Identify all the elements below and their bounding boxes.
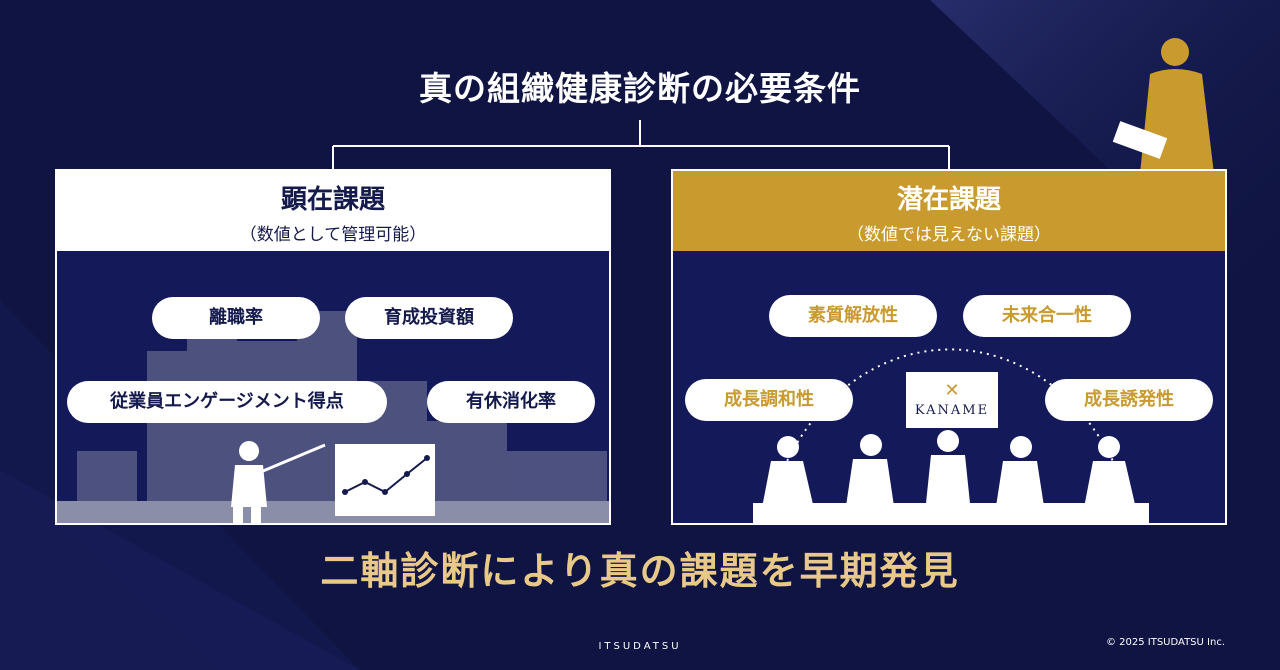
explicit-issues-title: 顕在課題 — [280, 185, 385, 215]
kaname-mark-icon: ✕ — [944, 380, 960, 401]
latent-issues-panel: 潜在課題 （数値では見えない課題） ✕ KANAME 素質解放性 — [671, 169, 1227, 525]
pill-talent-release: 素質解放性 — [769, 295, 937, 337]
pill-training-investment: 育成投資額 — [345, 297, 513, 339]
diagram-title: 真の組織健康診断の必要条件 — [419, 69, 861, 108]
explicit-issues-subtitle: （数値として管理可能） — [239, 225, 427, 245]
explicit-issues-panel: 顕在課題 （数値として管理可能） — [55, 169, 611, 525]
doctor-silhouette-icon — [1112, 38, 1214, 174]
pill-engagement-score: 従業員エンゲージメント得点 — [67, 381, 387, 423]
latent-issues-body: ✕ KANAME 素質解放性 未来合一性 成長調和性 成長誘発性 — [673, 251, 1225, 523]
brand-logo: ITSUDATSU — [598, 641, 682, 652]
explicit-issues-body: 離職率 育成投資額 従業員エンゲージメント得点 有休消化率 — [57, 251, 609, 523]
meeting-illustration — [753, 348, 1149, 523]
latent-issues-subtitle: （数値では見えない課題） — [847, 225, 1051, 245]
pill-growth-induction: 成長誘発性 — [1045, 379, 1213, 421]
kaname-wordmark: KANAME — [914, 403, 990, 418]
pill-growth-harmony: 成長調和性 — [685, 379, 853, 421]
kaname-logo: ✕ KANAME — [906, 372, 998, 428]
pill-paid-leave-rate: 有休消化率 — [427, 381, 595, 423]
trend-chart-card — [335, 444, 435, 516]
latent-issues-header: 潜在課題 （数値では見えない課題） — [673, 171, 1225, 251]
city-skyline-illustration — [57, 311, 609, 523]
explicit-issues-header: 顕在課題 （数値として管理可能） — [57, 171, 609, 251]
pill-turnover-rate: 離職率 — [152, 297, 320, 339]
line-chart-icon — [342, 455, 430, 495]
copyright-text: © 2025 ITSUDATSU Inc. — [1105, 637, 1225, 648]
pill-future-unity: 未来合一性 — [963, 295, 1131, 337]
latent-issues-title: 潜在課題 — [896, 185, 1001, 215]
conclusion-text: 二軸診断により真の課題を早期発見 — [320, 549, 960, 593]
